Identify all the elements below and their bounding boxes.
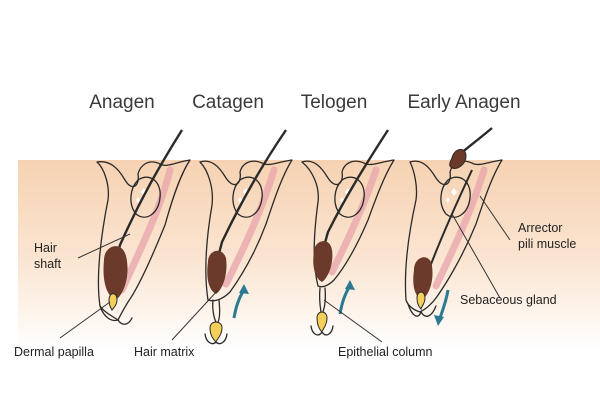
arrector-pili-muscle-telogen	[328, 166, 380, 276]
new-hair-early-anagen	[427, 169, 473, 273]
shed-club-hair-early-anagen	[449, 149, 467, 169]
label-arrector-pili-line1: Arrector	[518, 221, 562, 235]
label-hair-shaft-line1: Hair	[34, 241, 57, 255]
hair-bulb-anagen	[103, 246, 128, 300]
stage-title-telogen: Telogen	[301, 92, 368, 113]
sebaceous-gland-telogen	[334, 176, 365, 218]
leader-hair-shaft	[77, 233, 131, 259]
club-hair-telogen	[313, 241, 333, 282]
stage-title-early-anagen: Early Anagen	[407, 92, 520, 113]
arrector-pili-muscle-anagen	[118, 166, 174, 294]
label-epithelial-column: Epithelial column	[338, 345, 433, 359]
leader-dermal-papilla	[59, 301, 111, 339]
stage-title-anagen: Anagen	[89, 92, 155, 113]
arrowhead-early-anagen	[434, 315, 444, 326]
sebaceous-gland-anagen	[130, 176, 161, 218]
label-arrector-pili-line2: pili muscle	[518, 237, 576, 251]
arrector-pili-muscle-early-anagen	[432, 166, 488, 290]
stage-title-catagen: Catagen	[192, 92, 264, 113]
dermal-papilla-telogen	[316, 311, 328, 334]
leader-arrector-pili	[479, 195, 511, 241]
new-hair-bulb-early-anagen	[413, 257, 433, 300]
follicle-catagen	[199, 129, 293, 345]
sebaceous-gland-early-anagen	[440, 176, 471, 218]
label-hair-matrix: Hair matrix	[134, 345, 195, 359]
hair-bulb-catagen	[207, 250, 227, 294]
arrowhead-telogen	[345, 280, 355, 290]
epithelial-strand-catagen	[212, 299, 221, 323]
label-sebaceous-gland: Sebaceous gland	[460, 293, 557, 307]
arrowhead-catagen	[239, 284, 249, 294]
leader-hair-matrix	[171, 289, 219, 341]
dermal-papilla-early-anagen	[416, 291, 426, 311]
dermal-papilla-catagen	[209, 321, 223, 344]
follicle-early-anagen	[404, 127, 503, 326]
follicle-anagen	[96, 129, 191, 325]
leader-sebaceous-gland	[451, 213, 501, 299]
dermal-papilla-anagen	[108, 293, 118, 312]
arrector-pili-muscle-catagen	[222, 166, 278, 288]
epithelial-column-telogen	[318, 287, 327, 313]
follicle-telogen	[301, 129, 395, 336]
label-dermal-papilla: Dermal papilla	[14, 345, 94, 359]
sebaceous-gland-catagen	[232, 176, 263, 218]
label-hair-shaft-line2: shaft	[34, 257, 62, 271]
leader-epithelial-column	[323, 299, 383, 343]
